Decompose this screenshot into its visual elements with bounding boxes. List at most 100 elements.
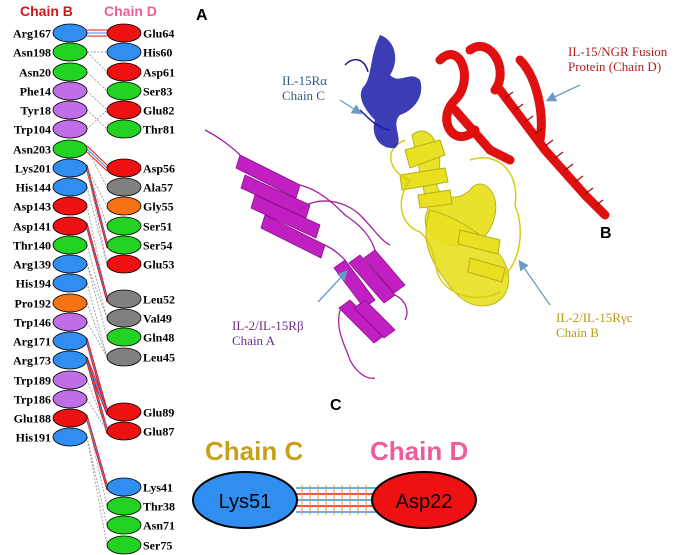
residue-arg173	[52, 350, 88, 370]
chain-a-ribbon	[235, 154, 406, 344]
residue-gly55-label: Gly55	[143, 200, 174, 214]
residue-trp189	[52, 370, 88, 390]
residue-glu89	[106, 402, 142, 422]
residue-glu188	[52, 408, 88, 428]
residue-arg167-label: Arg167	[13, 27, 51, 41]
chain-d-header: Chain D	[104, 3, 157, 19]
residue-gly55	[106, 196, 142, 216]
chain-b-residues: Arg167Asn198Asn20Phe14Tyr18Trp104Asn203L…	[13, 23, 88, 447]
chain-d-header-c: Chain D	[370, 436, 468, 466]
residue-trp104	[52, 119, 88, 139]
panel-c-label: C	[330, 397, 342, 414]
residue-ser75-label: Ser75	[143, 539, 172, 553]
residue-glu82-label: Glu82	[143, 104, 174, 118]
residue-thr38-label: Thr38	[143, 500, 175, 514]
residue-his144-label: His144	[16, 181, 51, 195]
residue-leu45	[106, 347, 142, 367]
chain-d-helix-stripes	[504, 91, 604, 207]
residue-thr140	[52, 235, 88, 255]
residue-leu52	[106, 289, 142, 309]
residue-ala57-label: Ala57	[143, 181, 173, 195]
residue-ala57	[106, 177, 142, 197]
residue-pro192	[52, 293, 88, 313]
residue-his194	[52, 273, 88, 293]
residue-trp186-label: Trp186	[14, 393, 51, 407]
residue-glu89-label: Glu89	[143, 406, 174, 420]
residue-asp61-label: Asp61	[143, 66, 175, 80]
residue-asp22-label: Asp22	[396, 491, 453, 513]
residue-trp146	[52, 312, 88, 332]
residue-asp143	[52, 196, 88, 216]
residue-val49-label: Val49	[143, 312, 172, 326]
residue-his191	[52, 427, 88, 447]
residue-ser51	[106, 216, 142, 236]
residue-asn198	[52, 42, 88, 62]
residue-trp146-label: Trp146	[14, 316, 51, 330]
chain-a-coil	[204, 129, 408, 379]
chain-d-residues: Glu64His60Asp61Ser83Glu82Thr81Asp56Ala57…	[106, 23, 175, 555]
residue-ser51-label: Ser51	[143, 220, 172, 234]
residue-lys201-label: Lys201	[15, 162, 51, 176]
chain-c-ribbon	[344, 35, 422, 149]
residue-pro192-label: Pro192	[15, 297, 51, 311]
residue-asp141	[52, 216, 88, 236]
residue-arg167	[52, 23, 88, 43]
residue-glu87	[106, 421, 142, 441]
residue-glu53	[106, 254, 142, 274]
residue-trp104-label: Trp104	[14, 123, 51, 137]
residue-thr38	[106, 496, 142, 516]
residue-asp56-label: Asp56	[143, 162, 175, 176]
residue-his60-label: His60	[143, 46, 172, 60]
residue-leu52-label: Leu52	[143, 293, 175, 307]
residue-arg139	[52, 254, 88, 274]
residue-leu45-label: Leu45	[143, 351, 175, 365]
residue-asp56	[106, 158, 142, 178]
residue-arg171	[52, 331, 88, 351]
residue-glu87-label: Glu87	[143, 425, 174, 439]
chain-d-helices	[435, 41, 610, 220]
panel-a-label: A	[196, 7, 208, 24]
residue-lys201	[52, 158, 88, 178]
residue-tyr18-label: Tyr18	[21, 104, 51, 118]
residue-asn198-label: Asn198	[13, 46, 51, 60]
residue-asp22	[371, 471, 477, 529]
residue-tyr18	[52, 100, 88, 120]
residue-thr140-label: Thr140	[13, 239, 51, 253]
panel-a: A Chain B Chain D Arg167Asn198Asn20Phe14…	[13, 3, 208, 555]
chain-b-ribbon	[399, 130, 510, 307]
bond-lines-c	[296, 485, 376, 515]
panel-c: C Chain C Chain D Lys51 Asp22	[192, 397, 477, 529]
residue-asn71	[106, 515, 142, 535]
residue-ser54-label: Ser54	[143, 239, 172, 253]
annotation-arrows	[317, 84, 581, 306]
residue-glu82	[106, 100, 142, 120]
residue-gln48-label: Gln48	[143, 331, 174, 345]
residue-asn20-label: Asn20	[19, 66, 51, 80]
residue-lys41-label: Lys41	[143, 481, 173, 495]
residue-ser54	[106, 235, 142, 255]
bond-lines	[86, 29, 108, 546]
chain-b-header: Chain B	[20, 3, 73, 19]
residue-asp61	[106, 62, 142, 82]
residue-glu64-label: Glu64	[143, 27, 174, 41]
residue-asn203-label: Asn203	[13, 143, 51, 157]
residue-gln48	[106, 327, 142, 347]
residue-thr81	[106, 119, 142, 139]
residue-asn203	[52, 139, 88, 159]
residue-asn71-label: Asn71	[143, 519, 175, 533]
residue-asn20	[52, 62, 88, 82]
panel-b-label: B	[600, 225, 612, 242]
residue-glu188-label: Glu188	[14, 412, 51, 426]
residue-asp143-label: Asp143	[13, 200, 51, 214]
residue-arg173-label: Arg173	[13, 354, 51, 368]
residue-glu64	[106, 23, 142, 43]
chain-c-header: Chain C	[205, 436, 303, 466]
residue-thr81-label: Thr81	[143, 123, 175, 137]
residue-phe14-label: Phe14	[20, 85, 51, 99]
